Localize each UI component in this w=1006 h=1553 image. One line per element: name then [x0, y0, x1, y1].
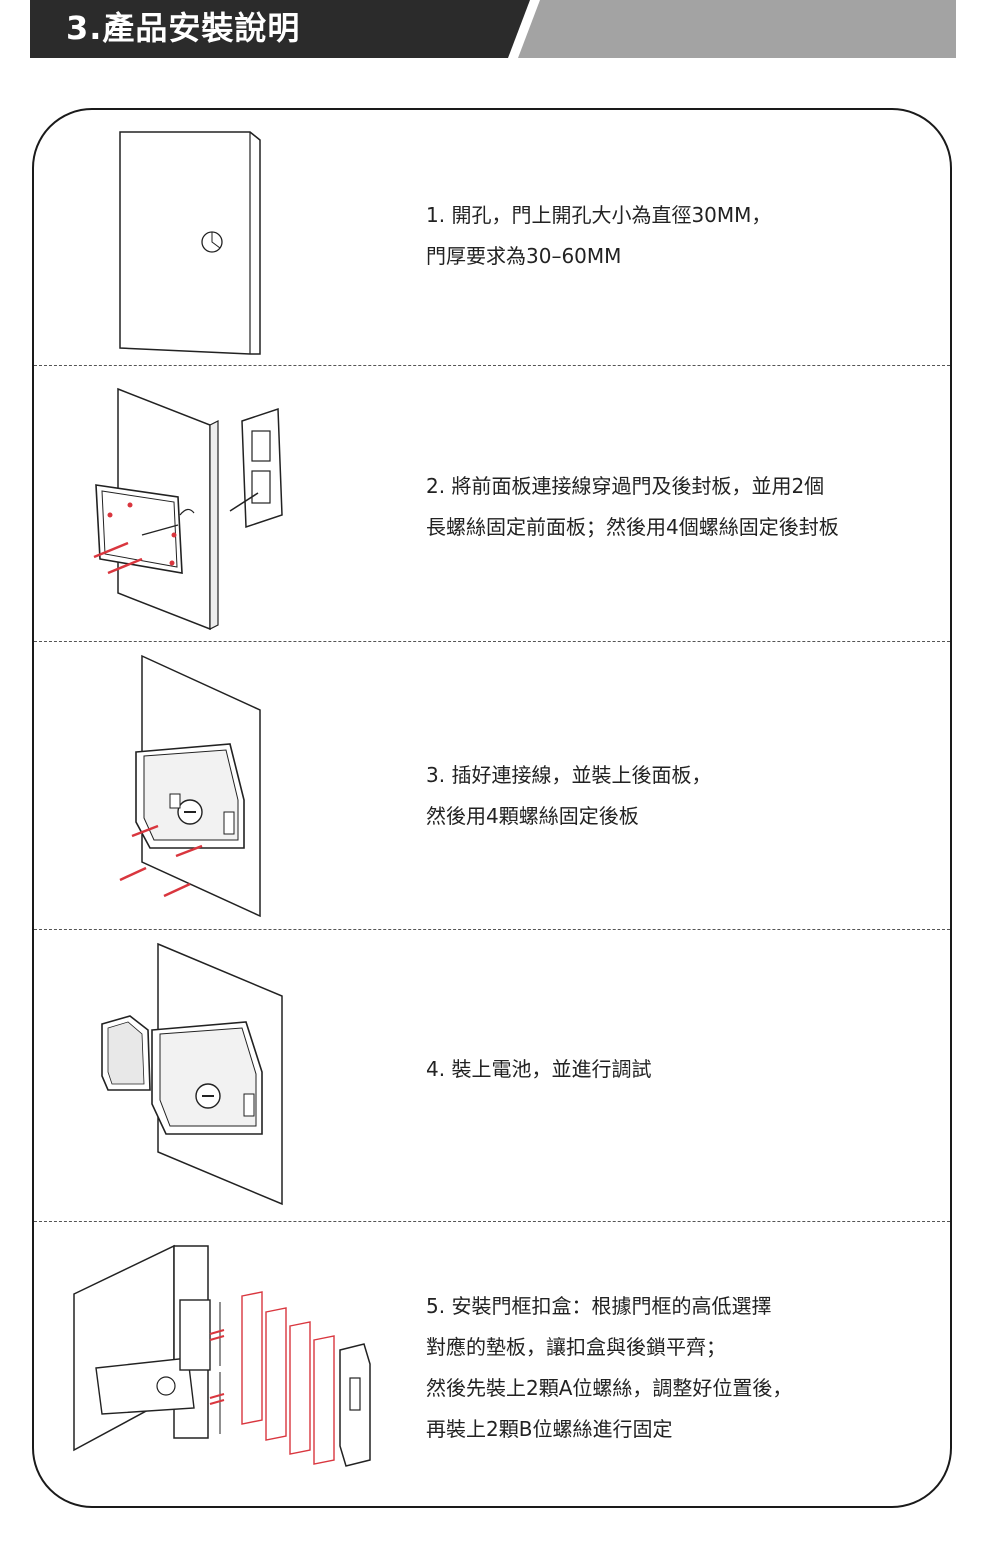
step-3-line-1: 3. 插好連接線，並裝上後面板， — [426, 763, 712, 787]
step-4-text: 4. 裝上電池，並進行調試 — [426, 1049, 926, 1090]
step-divider — [34, 1221, 950, 1222]
step-divider — [34, 641, 950, 642]
page-title: 3.產品安裝說明 — [66, 9, 301, 47]
step-divider — [34, 929, 950, 930]
step-5-line-2: 對應的墊板，讓扣盒與後鎖平齊； — [426, 1335, 726, 1359]
step-2-line-2: 長螺絲固定前面板；然後用4個螺絲固定後封板 — [426, 515, 839, 539]
step-5-line-3: 然後先裝上2顆A位螺絲，調整好位置後， — [426, 1376, 793, 1400]
step-2-line-1: 2. 將前面板連接線穿過門及後封板，並用2個 — [426, 474, 825, 498]
battery-install-illustration — [101, 942, 283, 1206]
header-banner-shape — [30, 0, 956, 58]
step-1-text: 1. 開孔，門上開孔大小為直徑30MM， 門厚要求為30–60MM — [426, 195, 926, 277]
step-3-text: 3. 插好連接線，並裝上後面板， 然後用4顆螺絲固定後板 — [426, 755, 926, 837]
step-1-line-2: 門厚要求為30–60MM — [426, 244, 622, 268]
step-3-line-2: 然後用4顆螺絲固定後板 — [426, 804, 639, 828]
step-divider — [34, 365, 950, 366]
front-panel-mounting-illustration — [93, 387, 283, 630]
step-5-line-1: 5. 安裝門框扣盒：根據門框的高低選擇 — [426, 1294, 772, 1318]
step-5-text: 5. 安裝門框扣盒：根據門框的高低選擇 對應的墊板，讓扣盒與後鎖平齊； 然後先裝… — [426, 1286, 926, 1450]
rear-panel-mounting-illustration — [119, 654, 261, 918]
step-5-line-4: 再裝上2顆B位螺絲進行固定 — [426, 1417, 673, 1441]
step-4-line-1: 4. 裝上電池，並進行調試 — [426, 1057, 652, 1081]
strike-box-shims-illustration — [73, 1244, 371, 1467]
section-header: 3.產品安裝說明 — [30, 0, 956, 58]
step-2-text: 2. 將前面板連接線穿過門及後封板，並用2個 長螺絲固定前面板；然後用4個螺絲固… — [426, 466, 926, 548]
instruction-frame — [32, 108, 952, 1508]
door-with-hole-illustration — [119, 131, 261, 355]
step-1-line-1: 1. 開孔，門上開孔大小為直徑30MM， — [426, 203, 772, 227]
